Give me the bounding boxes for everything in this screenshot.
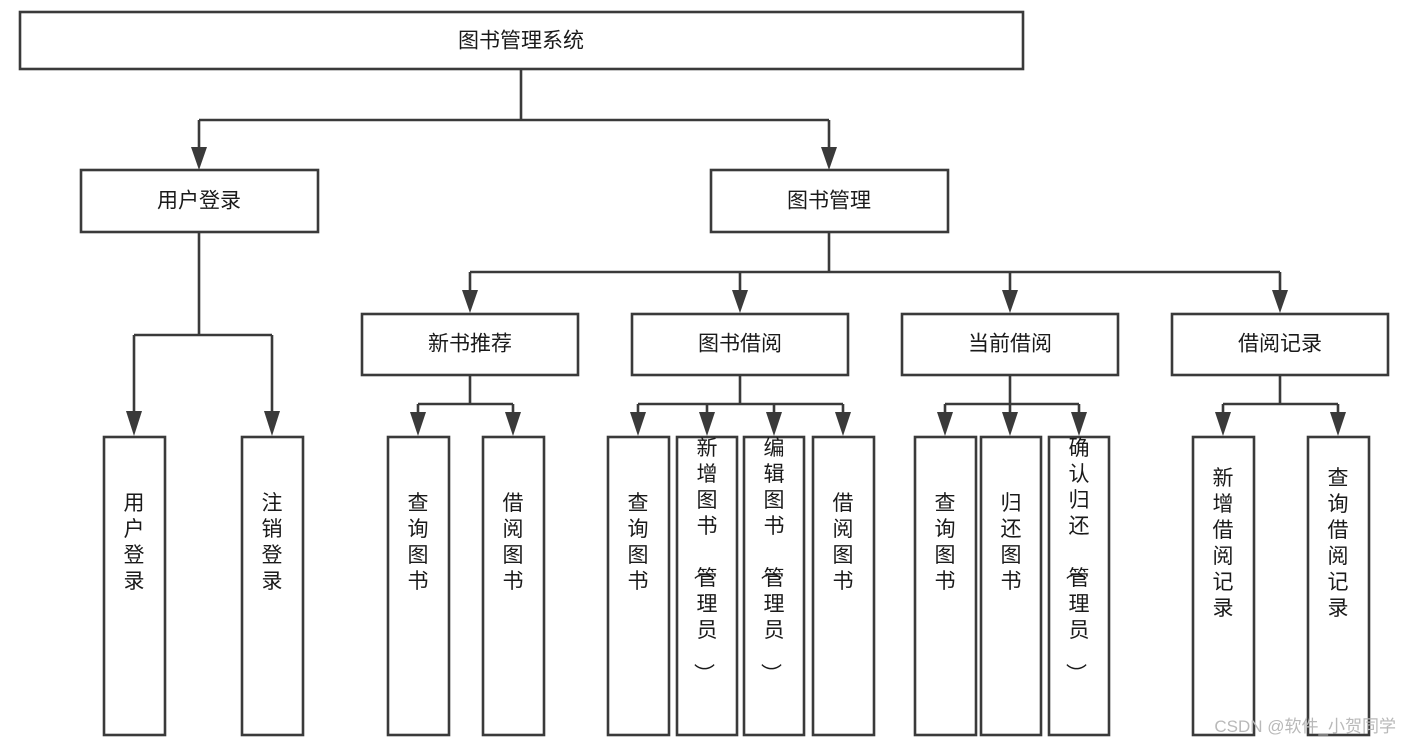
- node-new-book-recommend[interactable]: 新书推荐: [360, 312, 580, 377]
- connector-group-borrow-record: [1215, 376, 1346, 436]
- node-leaf-borrow-add-box[interactable]: [675, 435, 739, 737]
- node-root-system-box[interactable]: [18, 10, 1025, 71]
- node-leaf-newbook-query[interactable]: 查询图书: [386, 435, 451, 737]
- arrow-head-icon: [835, 412, 851, 436]
- arrow-head-icon: [699, 412, 715, 436]
- node-leaf-user-login-1[interactable]: 用户登录: [102, 435, 167, 737]
- borrow-record-connector-lines: [1221, 376, 1340, 420]
- arrow-head-icon: [1272, 290, 1288, 313]
- node-leaf-record-query-label: 查询借阅记录: [1328, 467, 1349, 620]
- node-leaf-newbook-query-box[interactable]: [386, 435, 451, 737]
- node-leaf-current-query[interactable]: 查询图书: [913, 435, 978, 737]
- node-book-borrow[interactable]: 图书借阅: [630, 312, 850, 377]
- arrow-head-icon: [766, 412, 782, 436]
- node-leaf-user-login-1-label: 用户登录: [124, 492, 145, 593]
- arrow-head-icon: [462, 290, 478, 313]
- node-book-management-box[interactable]: [709, 168, 950, 234]
- node-leaf-newbook-borrow-box[interactable]: [481, 435, 546, 737]
- node-current-borrow-box[interactable]: [900, 312, 1120, 377]
- arrow-head-icon: [732, 290, 748, 313]
- node-leaf-current-return[interactable]: 归还图书: [979, 435, 1043, 737]
- node-leaf-current-return-box[interactable]: [979, 435, 1043, 737]
- node-borrow-record-label: 借阅记录: [1238, 333, 1322, 356]
- arrow-head-icon: [1002, 412, 1018, 436]
- node-leaf-newbook-borrow[interactable]: 借阅图书: [481, 435, 546, 737]
- node-leaf-record-add-box[interactable]: [1191, 435, 1256, 737]
- arrow-head-icon: [821, 147, 837, 170]
- connector-group-user-login: [126, 233, 280, 436]
- node-leaf-borrow-do[interactable]: 借阅图书: [811, 435, 876, 737]
- new-book-connector-lines: [416, 376, 515, 420]
- arrow-head-icon: [505, 412, 521, 436]
- node-leaf-borrow-do-box[interactable]: [811, 435, 876, 737]
- node-leaf-borrow-query-label: 查询图书: [628, 492, 649, 593]
- arrow-head-icon: [1330, 412, 1346, 436]
- node-leaf-current-return-label: 归还图书: [1001, 492, 1022, 593]
- node-leaf-borrow-query[interactable]: 查询图书: [606, 435, 671, 737]
- node-leaf-borrow-do-label: 借阅图书: [833, 492, 854, 593]
- node-leaf-current-query-box[interactable]: [913, 435, 978, 737]
- node-leaf-borrow-edit[interactable]: 编辑图书（管理员）: [742, 435, 806, 737]
- arrow-head-icon: [937, 412, 953, 436]
- node-leaf-borrow-add-label: 新增图书（管理员）: [692, 437, 718, 684]
- node-leaf-current-confirm[interactable]: 确认归还（管理员）: [1047, 435, 1111, 737]
- node-leaf-borrow-edit-box[interactable]: [742, 435, 806, 737]
- node-leaf-newbook-query-label: 查询图书: [408, 492, 429, 593]
- node-leaf-record-add[interactable]: 新增借阅记录: [1191, 435, 1256, 737]
- connector-group-new-book: [410, 376, 521, 436]
- node-user-login-box[interactable]: [79, 168, 320, 234]
- node-book-borrow-label: 图书借阅: [698, 333, 782, 356]
- node-current-borrow[interactable]: 当前借阅: [900, 312, 1120, 377]
- node-leaf-newbook-borrow-label: 借阅图书: [503, 492, 524, 593]
- node-leaf-user-logout[interactable]: 注销登录: [240, 435, 305, 737]
- connector-group-current-borrow: [937, 376, 1087, 436]
- arrow-head-icon: [630, 412, 646, 436]
- arrow-head-icon: [264, 411, 280, 436]
- arrow-head-icon: [410, 412, 426, 436]
- node-new-book-recommend-box[interactable]: [360, 312, 580, 377]
- node-leaf-current-query-label: 查询图书: [935, 492, 956, 593]
- user-login-connector-lines: [132, 233, 274, 418]
- watermark-label: CSDN @软件_小贺同学: [1214, 717, 1396, 736]
- node-leaf-current-confirm-box[interactable]: [1047, 435, 1111, 737]
- node-root-system-label: 图书管理系统: [458, 30, 584, 53]
- node-leaf-record-add-label: 新增借阅记录: [1213, 467, 1234, 620]
- book-borrow-connector-lines: [636, 376, 845, 420]
- node-leaf-current-confirm-label: 确认归还（管理员）: [1064, 437, 1090, 684]
- connector-group-book-management: [462, 233, 1288, 313]
- node-new-book-recommend-label: 新书推荐: [428, 333, 512, 356]
- node-leaf-record-query[interactable]: 查询借阅记录: [1306, 435, 1371, 737]
- node-current-borrow-label: 当前借阅: [968, 333, 1052, 356]
- node-leaf-user-logout-label: 注销登录: [262, 492, 283, 593]
- arrow-head-icon: [1002, 290, 1018, 313]
- node-book-management-label: 图书管理: [787, 190, 871, 213]
- arrow-head-icon: [1215, 412, 1231, 436]
- node-leaf-borrow-edit-label: 编辑图书（管理员）: [759, 437, 785, 684]
- arrow-head-icon: [191, 147, 207, 170]
- node-borrow-record[interactable]: 借阅记录: [1170, 312, 1390, 377]
- arrow-head-icon: [126, 411, 142, 436]
- book-management-connector-lines: [468, 233, 1282, 298]
- node-root-system[interactable]: 图书管理系统: [18, 10, 1025, 71]
- node-leaf-user-logout-box[interactable]: [240, 435, 305, 737]
- node-user-login-label: 用户登录: [157, 190, 241, 213]
- node-book-borrow-box[interactable]: [630, 312, 850, 377]
- node-leaf-borrow-query-box[interactable]: [606, 435, 671, 737]
- node-user-login[interactable]: 用户登录: [79, 168, 320, 234]
- connector-group-root: [191, 69, 837, 170]
- node-book-management[interactable]: 图书管理: [709, 168, 950, 234]
- root-connector-lines: [197, 69, 831, 155]
- node-leaf-borrow-add[interactable]: 新增图书（管理员）: [675, 435, 739, 737]
- node-leaf-record-query-box[interactable]: [1306, 435, 1371, 737]
- node-borrow-record-box[interactable]: [1170, 312, 1390, 377]
- node-leaf-user-login-1-box[interactable]: [102, 435, 167, 737]
- connector-group-book-borrow: [630, 376, 851, 436]
- arrow-head-icon: [1071, 412, 1087, 436]
